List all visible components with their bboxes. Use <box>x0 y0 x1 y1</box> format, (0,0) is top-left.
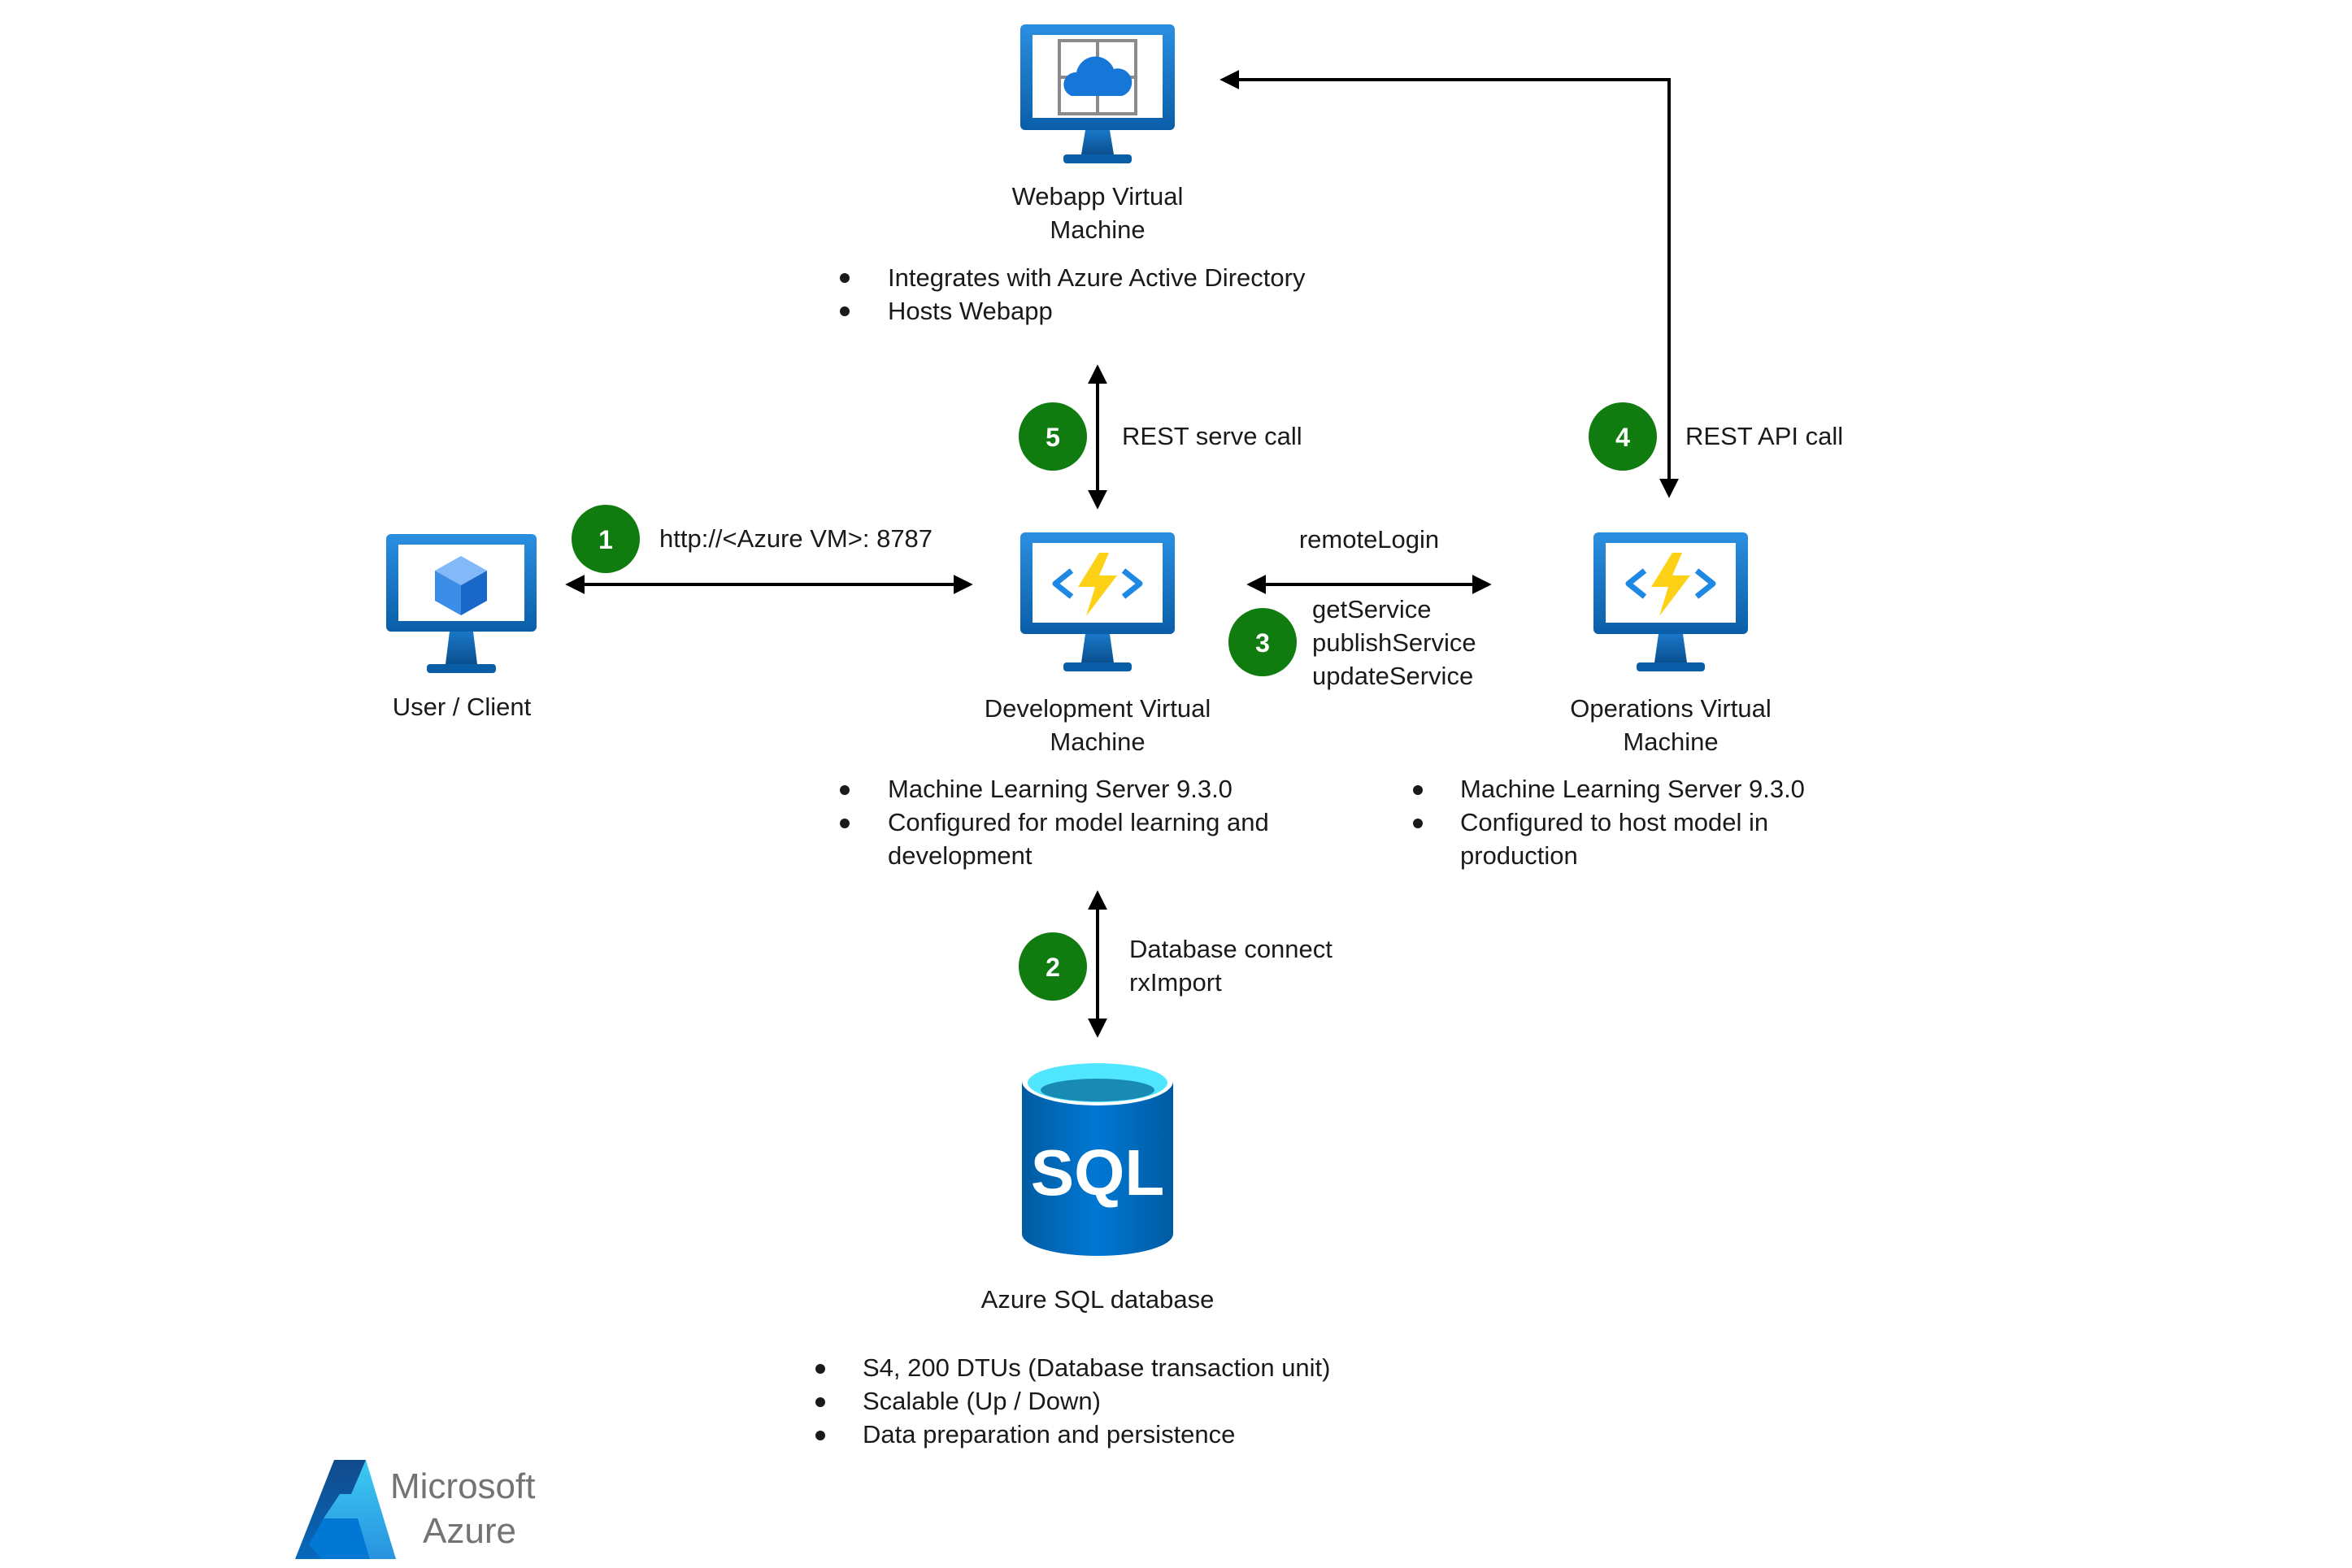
sql-db-bullet-1: S4, 200 DTUs (Database transaction unit) <box>863 1353 1331 1382</box>
ops-vm-bullet-2: Configured to host model in <box>1460 808 1768 836</box>
bullet-dot <box>815 1431 825 1440</box>
step-3-label-line2: publishService <box>1312 628 1476 657</box>
bullet-dot <box>840 306 850 316</box>
microsoft-azure-brand: Microsoft Azure <box>295 1460 535 1559</box>
bullet-dot <box>815 1397 825 1407</box>
azure-logo-icon <box>295 1460 396 1559</box>
webapp-vm-bullet-2: Hosts Webapp <box>888 297 1053 325</box>
function-app-icon <box>1020 532 1175 671</box>
step-5-label: REST serve call <box>1122 422 1302 450</box>
dev-vm-bullet-2-cont: development <box>888 841 1033 870</box>
ops-vm-node: Operations Virtual Machine Machine Learn… <box>1413 532 1805 870</box>
brand-line1: Microsoft <box>390 1466 535 1506</box>
step-2-label-line1: Database connect <box>1129 935 1333 963</box>
bullet-dot <box>840 819 850 828</box>
step-3-label-line3: updateService <box>1312 662 1473 690</box>
sql-icon-text: SQL <box>1031 1136 1164 1209</box>
dev-vm-bullet-2: Configured for model learning and <box>888 808 1269 836</box>
step-badge <box>1228 608 1297 676</box>
webapp-vm-node: Webapp Virtual Machine Integrates with A… <box>840 24 1306 325</box>
step-2: 2 Database connect rxImport <box>1019 932 1333 1001</box>
step-2-label-line2: rxImport <box>1129 968 1222 997</box>
brand-line2: Azure <box>423 1511 516 1551</box>
function-app-icon <box>1593 532 1748 671</box>
step-number: 5 <box>1046 423 1060 452</box>
step-badge <box>1019 402 1087 471</box>
user-client-node: User / Client <box>386 534 537 721</box>
webapp-vm-title-line2: Machine <box>1050 215 1145 244</box>
sql-db-title: Azure SQL database <box>981 1285 1215 1314</box>
dev-vm-bullet-1: Machine Learning Server 9.3.0 <box>888 775 1233 803</box>
step-4-label: REST API call <box>1685 422 1843 450</box>
webapp-vm-title-line1: Webapp Virtual <box>1012 182 1184 211</box>
step-5: 5 REST serve call <box>1019 402 1302 471</box>
bullet-dot <box>815 1364 825 1374</box>
sql-db-bullet-2: Scalable (Up / Down) <box>863 1387 1101 1415</box>
step-3: remoteLogin 3 getService publishService … <box>1228 525 1476 690</box>
step-1-label: http://<Azure VM>: 8787 <box>659 524 933 553</box>
bullet-dot <box>840 273 850 283</box>
step-badge <box>572 505 640 573</box>
step-number: 1 <box>598 525 613 554</box>
step-3-label-line1: getService <box>1312 595 1431 623</box>
webapp-vm-bullet-1: Integrates with Azure Active Directory <box>888 263 1306 292</box>
bullet-dot <box>840 785 850 795</box>
user-client-title: User / Client <box>393 693 532 721</box>
step-3-label-top: remoteLogin <box>1299 525 1439 554</box>
bullet-dot <box>1413 785 1423 795</box>
step-number: 2 <box>1046 953 1060 982</box>
sql-db-node: SQL Azure SQL database S4, 200 DTUs (Dat… <box>815 1057 1331 1449</box>
step-4: 4 REST API call <box>1589 402 1843 471</box>
bullet-dot <box>1413 819 1423 828</box>
step-number: 3 <box>1255 628 1270 658</box>
sql-database-icon: SQL <box>1022 1057 1173 1256</box>
step-number: 4 <box>1615 423 1630 452</box>
dev-vm-title-line2: Machine <box>1050 728 1145 756</box>
connector-ops-webapp <box>1219 70 1679 498</box>
ops-vm-bullet-1: Machine Learning Server 9.3.0 <box>1460 775 1805 803</box>
ops-vm-title-line1: Operations Virtual <box>1570 694 1772 723</box>
step-1: 1 http://<Azure VM>: 8787 <box>572 505 933 573</box>
ops-vm-bullet-2-cont: production <box>1460 841 1578 870</box>
vm-cloud-icon <box>1020 24 1175 163</box>
ops-vm-title-line2: Machine <box>1623 728 1718 756</box>
step-badge <box>1019 932 1087 1001</box>
dev-vm-node: Development Virtual Machine Machine Lear… <box>840 532 1269 870</box>
dev-vm-title-line1: Development Virtual <box>985 694 1211 723</box>
vm-cube-icon <box>386 534 537 673</box>
step-badge <box>1589 402 1657 471</box>
sql-db-bullet-3: Data preparation and persistence <box>863 1420 1235 1449</box>
